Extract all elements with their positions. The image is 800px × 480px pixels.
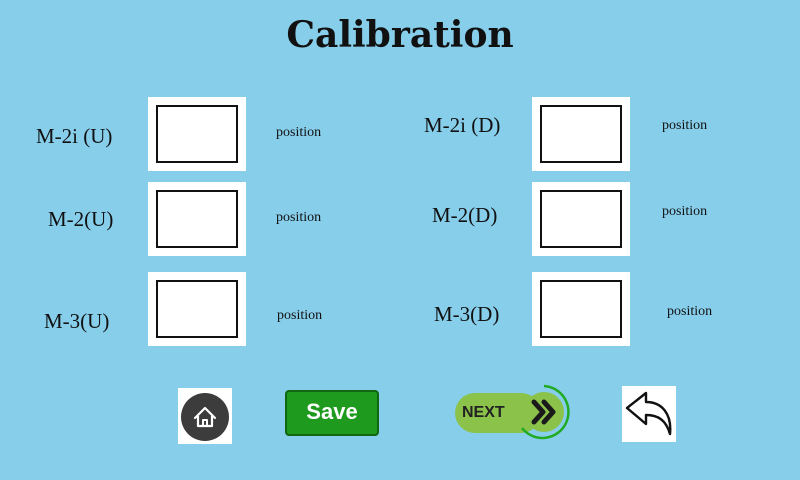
label-m2i-d: M-2i (D) [424, 113, 501, 137]
suffix-m3-u: position [277, 308, 323, 323]
next-button[interactable]: NEXT [452, 380, 576, 446]
input-m2i-d[interactable] [542, 107, 620, 161]
input-m2-u[interactable] [158, 192, 236, 246]
field-m2i-d[interactable] [532, 97, 630, 171]
suffix-m2i-u: position [276, 125, 322, 140]
field-m3-d[interactable] [532, 272, 630, 346]
field-m3-u[interactable] [148, 272, 246, 346]
page-title: Calibration [286, 14, 514, 56]
home-icon [193, 406, 217, 428]
next-label: NEXT [462, 404, 505, 421]
field-m3-u-box[interactable] [156, 280, 238, 338]
label-m3-d: M-3(D) [434, 302, 500, 326]
field-m2-d[interactable] [532, 182, 630, 256]
suffix-m2i-d: position [662, 118, 708, 133]
field-m2-d-box[interactable] [540, 190, 622, 248]
label-m2-u: M-2(U) [48, 207, 114, 231]
label-m2i-u: M-2i (U) [36, 124, 113, 148]
label-m2-d: M-2(D) [432, 203, 498, 227]
field-m3-d-box[interactable] [540, 280, 622, 338]
input-m2i-u[interactable] [158, 107, 236, 161]
suffix-m2-u: position [276, 210, 322, 225]
save-button[interactable]: Save [285, 390, 379, 436]
suffix-m3-d: position [667, 304, 713, 319]
field-m2-u[interactable] [148, 182, 246, 256]
input-m2-d[interactable] [542, 192, 620, 246]
field-m2i-u-box[interactable] [156, 105, 238, 163]
back-button[interactable] [622, 386, 676, 442]
input-m3-d[interactable] [542, 282, 620, 336]
input-m3-u[interactable] [158, 282, 236, 336]
field-m2i-u[interactable] [148, 97, 246, 171]
field-m2i-d-box[interactable] [540, 105, 622, 163]
field-m2-u-box[interactable] [156, 190, 238, 248]
back-arrow-icon [625, 391, 672, 436]
double-chevron-right-icon [521, 384, 570, 440]
label-m3-u: M-3(U) [44, 309, 110, 333]
home-button[interactable] [178, 388, 232, 444]
home-button-circle[interactable] [181, 393, 229, 441]
suffix-m2-d: position [662, 204, 708, 219]
